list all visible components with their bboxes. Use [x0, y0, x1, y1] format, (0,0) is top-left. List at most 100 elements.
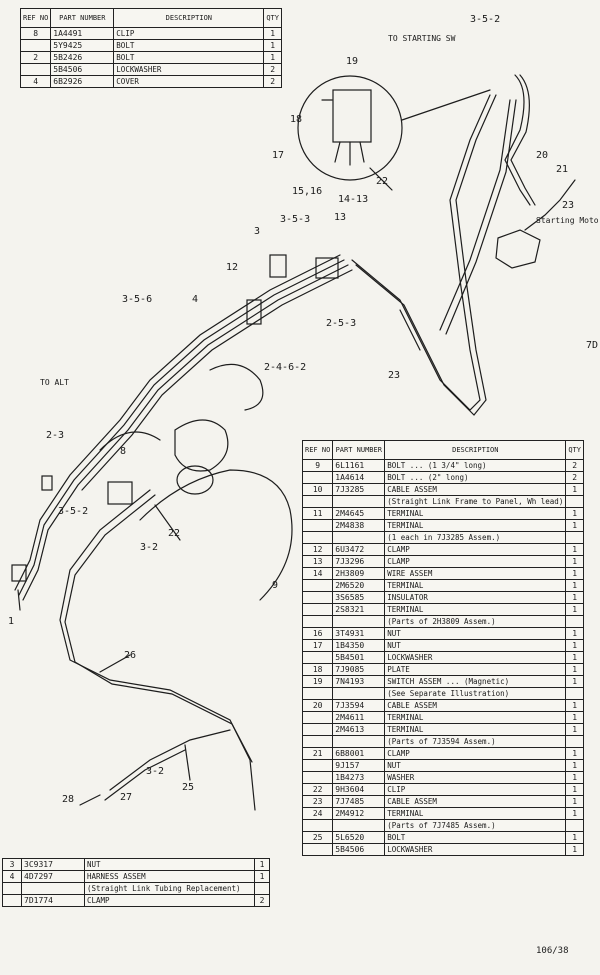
- cell-qty: 1: [565, 831, 584, 844]
- cell-part: 1A4614: [332, 471, 386, 484]
- callout-to-starting-switch: TO STARTING SW: [388, 34, 456, 43]
- cell-ref: [2, 882, 22, 895]
- edge-mark: 7D: [586, 340, 599, 351]
- cell-ref: 20: [301, 699, 334, 712]
- cell-ref: [301, 531, 334, 544]
- cell-qty: 1: [565, 483, 584, 496]
- cell-ref: [301, 819, 334, 832]
- cell-part: 6B8001: [332, 747, 386, 760]
- cell-desc: LOCKWASHER: [384, 651, 567, 664]
- cell-qty: [565, 687, 584, 700]
- cell-desc: TERMINAL: [384, 711, 567, 724]
- cell-ref: 14: [301, 567, 334, 580]
- col-qty: QTY: [565, 440, 584, 460]
- col-ref: REF NO: [19, 8, 52, 28]
- cell-desc: HARNESS ASSEM: [84, 870, 255, 883]
- cell-part: 7J3285: [332, 483, 386, 496]
- callout-19: 19: [346, 56, 359, 67]
- cell-ref: [301, 711, 334, 724]
- cell-desc: TERMINAL: [384, 507, 567, 520]
- cell-qty: 1: [565, 711, 584, 724]
- cell-qty: [565, 495, 584, 508]
- cell-qty: 1: [565, 663, 584, 676]
- cell-part: 5B4506: [332, 843, 386, 856]
- cell-ref: 3: [2, 858, 22, 871]
- cell-qty: 1: [565, 843, 584, 856]
- cell-qty: 1: [565, 543, 584, 556]
- cell-qty: 1: [565, 747, 584, 760]
- callout-26: 26: [124, 650, 137, 661]
- cell-desc: (Straight Link Tubing Replacement): [84, 882, 255, 895]
- callout-1: 1: [8, 616, 15, 627]
- cell-ref: 10: [301, 483, 334, 496]
- cell-ref: [301, 579, 334, 592]
- cell-qty: [565, 819, 584, 832]
- callout-to-alt: TO ALT: [40, 378, 69, 387]
- cell-part: 1B4350: [332, 639, 386, 652]
- cell-desc: CLAMP: [384, 747, 567, 760]
- cell-qty: 1: [565, 771, 584, 784]
- cell-desc: CLIP: [384, 783, 567, 796]
- cell-part: 5B2426: [50, 51, 115, 64]
- callout-21: 21: [556, 164, 569, 175]
- cell-desc: TERMINAL: [384, 603, 567, 616]
- table-header-row: REF NO PART NUMBER DESCRIPTION QTY: [301, 440, 584, 460]
- cell-part: 5L6520: [332, 831, 386, 844]
- cell-ref: [301, 603, 334, 616]
- cell-ref: [19, 63, 52, 76]
- cell-part: 9H3604: [332, 783, 386, 796]
- cell-part: 2M4611: [332, 711, 386, 724]
- cell-qty: 2: [254, 894, 270, 907]
- table-row: (Parts of 2H3809 Assem.): [301, 615, 584, 628]
- cell-part: [332, 819, 386, 832]
- col-description: DESCRIPTION: [113, 8, 265, 28]
- cell-qty: 2: [565, 471, 584, 484]
- callout-3: 3: [254, 226, 261, 237]
- cell-qty: [565, 531, 584, 544]
- cell-ref: 16: [301, 627, 334, 640]
- cell-ref: [301, 843, 334, 856]
- callout-28: 28: [62, 794, 75, 805]
- cell-part: 7J9085: [332, 663, 386, 676]
- callout-starting-motor: Starting Motor: [536, 216, 600, 225]
- callout-27: 27: [120, 792, 133, 803]
- callout-15-16: 15,16: [292, 186, 323, 197]
- cell-desc: (Parts of 2H3809 Assem.): [384, 615, 567, 628]
- cell-ref: 22: [301, 783, 334, 796]
- cell-part: 2S8321: [332, 603, 386, 616]
- cell-qty: 1: [565, 795, 584, 808]
- callout-3-2-bottom: 3-2: [146, 766, 165, 777]
- table-row: (1 each in 7J3285 Assem.): [301, 531, 584, 544]
- cell-qty: 2: [565, 459, 584, 472]
- cell-part: 1A4491: [50, 27, 115, 40]
- cell-desc: (Parts of 7J3594 Assem.): [384, 735, 567, 748]
- table-row: (Straight Link Tubing Replacement): [2, 882, 270, 895]
- cell-ref: [301, 759, 334, 772]
- cell-qty: 1: [254, 858, 270, 871]
- cell-part: 3C9317: [21, 858, 85, 871]
- callout-2-5-3: 2-5-3: [326, 318, 357, 329]
- callout-22: 22: [376, 176, 389, 187]
- cell-qty: 1: [263, 39, 282, 52]
- cell-part: 2M4912: [332, 807, 386, 820]
- cell-desc: WASHER: [384, 771, 567, 784]
- cell-ref: 9: [301, 459, 334, 472]
- cell-ref: 18: [301, 663, 334, 676]
- callout-2-3: 2-3: [46, 430, 65, 441]
- callout-14-13: 14-13: [338, 194, 369, 205]
- cell-part: 7J7485: [332, 795, 386, 808]
- cell-desc: TERMINAL: [384, 807, 567, 820]
- table-header-row: REF NO PART NUMBER DESCRIPTION QTY: [19, 8, 282, 28]
- cell-ref: 12: [301, 543, 334, 556]
